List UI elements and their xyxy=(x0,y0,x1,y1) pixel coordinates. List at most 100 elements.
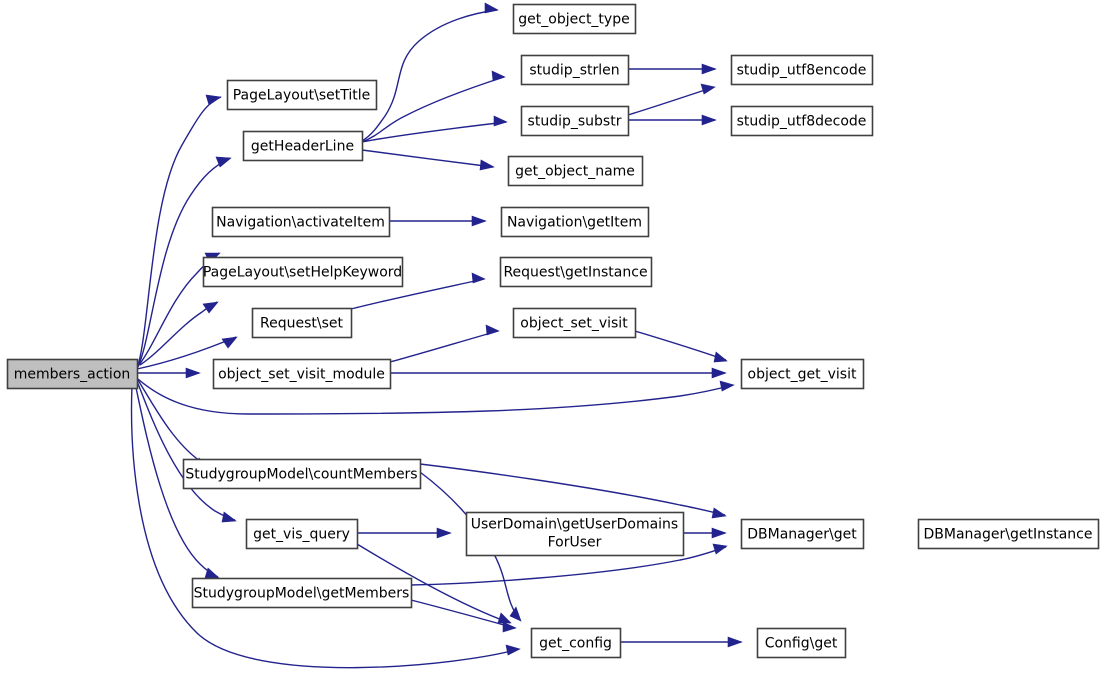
node-box[interactable] xyxy=(6,358,139,390)
graph-node-config_get[interactable]: Config\get xyxy=(756,627,847,659)
edge-line xyxy=(350,278,485,310)
node-label: StudygroupModel\countMembers xyxy=(185,467,417,483)
call-edge xyxy=(137,378,735,415)
node-box[interactable] xyxy=(245,518,359,550)
graph-node-getheaderline[interactable]: getHeaderLine xyxy=(242,130,364,162)
node-box[interactable] xyxy=(512,307,637,339)
arrowhead-icon xyxy=(471,272,486,284)
call-edge xyxy=(136,380,237,523)
node-box[interactable] xyxy=(730,105,874,137)
node-box[interactable] xyxy=(507,155,644,187)
edge-line xyxy=(361,76,505,143)
graph-node-navigation_getitem[interactable]: Navigation\getItem xyxy=(500,206,650,238)
arrowhead-icon xyxy=(502,621,517,633)
arrowhead-icon xyxy=(727,636,743,648)
nodes-layer: members_action PageLayout\setTitle getHead… xyxy=(6,3,1100,659)
edge-line xyxy=(136,96,222,370)
arrowhead-icon xyxy=(713,351,728,363)
edge-line xyxy=(419,463,726,516)
graph-node-get_config[interactable]: get_config xyxy=(530,627,622,659)
node-box[interactable] xyxy=(191,577,413,609)
graph-node-object_get_visit[interactable]: object_get_visit xyxy=(740,358,865,390)
node-box[interactable] xyxy=(756,627,847,659)
node-label: studip_utf8decode xyxy=(737,114,867,130)
graph-node-studygroupmodel_getmembers[interactable]: StudygroupModel\getMembers xyxy=(191,577,413,609)
node-box[interactable] xyxy=(202,256,404,288)
graph-node-studip_utf8encode[interactable]: studip_utf8encode xyxy=(730,54,874,86)
arrowhead-icon xyxy=(471,215,487,227)
graph-node-members_action[interactable]: members_action xyxy=(6,358,139,390)
edge-line xyxy=(130,384,520,669)
node-box[interactable] xyxy=(530,627,622,659)
call-edge xyxy=(137,379,211,469)
node-box[interactable] xyxy=(226,79,378,111)
arrowhead-icon xyxy=(215,156,232,168)
graph-node-dbmanager_get[interactable]: DBManager\get xyxy=(740,518,865,550)
node-box[interactable] xyxy=(211,206,391,238)
node-box[interactable] xyxy=(917,518,1100,550)
node-label: DBManager\getInstance xyxy=(923,527,1092,543)
node-box[interactable] xyxy=(212,358,392,390)
node-box[interactable] xyxy=(182,458,422,490)
node-label: get_vis_query xyxy=(253,527,350,543)
graph-node-pagelayout_sethelpkeyword[interactable]: PageLayout\setHelpKeyword xyxy=(202,256,404,288)
call-edge xyxy=(361,115,508,143)
graph-node-dbmanager_getinstance[interactable]: DBManager\getInstance xyxy=(917,518,1100,550)
node-box[interactable] xyxy=(499,256,653,288)
call-edge xyxy=(139,301,219,366)
node-box[interactable] xyxy=(520,54,630,86)
node-box[interactable] xyxy=(251,307,353,339)
arrowhead-icon xyxy=(436,527,452,539)
graph-node-get_vis_query[interactable]: get_vis_query xyxy=(245,518,359,550)
call-edge xyxy=(419,463,727,519)
call-edge xyxy=(361,149,495,171)
graph-node-studygroupmodel_countmembers[interactable]: StudygroupModel\countMembers xyxy=(182,458,422,490)
call-edge xyxy=(136,336,238,370)
call-edge xyxy=(389,215,487,227)
node-box[interactable] xyxy=(242,130,364,162)
node-label: object_get_visit xyxy=(748,367,857,383)
graph-node-request_set[interactable]: Request\set xyxy=(251,307,353,339)
node-box[interactable] xyxy=(740,518,865,550)
node-box[interactable] xyxy=(520,105,630,137)
arrowhead-icon xyxy=(711,527,727,539)
edge-line xyxy=(634,330,727,361)
graph-node-studip_utf8decode[interactable]: studip_utf8decode xyxy=(730,105,874,137)
arrowhead-icon xyxy=(719,380,735,392)
node-label: object_set_visit xyxy=(520,316,628,332)
node-box[interactable] xyxy=(512,3,637,35)
node-label: Request\set xyxy=(260,316,343,332)
graph-node-object_set_visit[interactable]: object_set_visit xyxy=(512,307,637,339)
node-label: Navigation\getItem xyxy=(507,215,642,231)
node-label: members_action xyxy=(14,367,131,383)
graph-node-navigation_activateitem[interactable]: Navigation\activateItem xyxy=(211,206,391,238)
call-edge xyxy=(683,527,727,539)
graph-node-studip_substr[interactable]: studip_substr xyxy=(520,105,630,137)
graph-node-get_object_type[interactable]: get_object_type xyxy=(512,3,637,35)
graph-node-studip_strlen[interactable]: studip_strlen xyxy=(520,54,630,86)
arrowhead-icon xyxy=(479,159,495,171)
edges-layer xyxy=(130,2,743,669)
node-box[interactable] xyxy=(500,206,650,238)
arrowhead-icon xyxy=(485,324,500,336)
graph-node-request_getinstance[interactable]: Request\getInstance xyxy=(499,256,653,288)
arrowhead-icon xyxy=(221,336,238,349)
edge-line xyxy=(137,157,231,368)
node-label: studip_substr xyxy=(528,114,622,130)
call-edge xyxy=(410,543,728,586)
edge-line xyxy=(361,149,494,168)
edge-line xyxy=(627,86,715,116)
arrowhead-icon xyxy=(711,367,727,379)
graph-node-pagelayout_settitle[interactable]: PageLayout\setTitle xyxy=(226,79,378,111)
graph-node-get_object_name[interactable]: get_object_name xyxy=(507,155,644,187)
call-edge xyxy=(361,2,499,142)
graph-node-object_set_visit_module[interactable]: object_set_visit_module xyxy=(212,358,392,390)
arrowhead-icon xyxy=(700,83,716,95)
call-edge xyxy=(137,367,201,379)
node-box[interactable] xyxy=(730,54,874,86)
node-box[interactable] xyxy=(740,358,865,390)
node-box[interactable] xyxy=(465,511,685,557)
node-label: studip_strlen xyxy=(529,63,619,79)
